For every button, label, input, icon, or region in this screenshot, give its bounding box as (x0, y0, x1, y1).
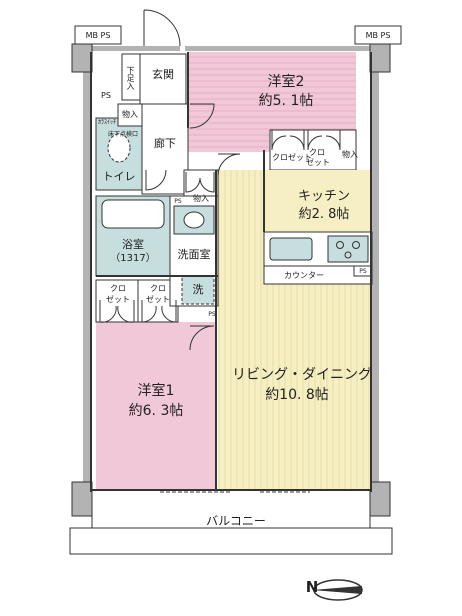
bath-name-label: 浴室 (122, 238, 144, 251)
wall-right (371, 46, 379, 498)
room2-size-label: 約5. 1帖 (258, 93, 314, 109)
wash-basin-icon (173, 205, 215, 235)
compass-north-label: N (305, 578, 319, 596)
room2-door (189, 103, 215, 129)
washer-label: 洗 (192, 283, 204, 296)
room1-name-label: 洋室1 (137, 383, 175, 399)
room1-door (189, 325, 215, 351)
wall-left (83, 46, 91, 498)
washer-space (181, 275, 215, 305)
room2-closet-area (269, 129, 357, 171)
room2-storage-label: 物入 (342, 150, 358, 159)
corridor-area (141, 103, 189, 195)
mbps-left-label: MB PS (85, 31, 111, 40)
storage-toilet-label: 物入 (193, 194, 209, 203)
mbps-right-label: MB PS (365, 31, 391, 40)
floor-hatch-label: 床下点検口 (108, 131, 139, 138)
balcony-label: バルコニー (206, 514, 266, 528)
corridor-label: 廊下 (154, 137, 176, 150)
closet-room1a-label-bottom: ゼット (106, 295, 130, 304)
pillar-bottom-left (71, 481, 93, 517)
room2-name-label: 洋室2 (267, 74, 305, 90)
pillar-bottom-right (369, 481, 391, 517)
ld-door (217, 153, 241, 177)
toilet-bowl-icon (107, 133, 131, 163)
entrance-door (143, 9, 181, 47)
room1-size-label: 約6. 3帖 (128, 403, 184, 419)
room2-closet-label: クロゼット (272, 153, 312, 162)
ps-kitchen-label: PS (359, 268, 367, 275)
bath-size-label: （1317） (110, 253, 156, 264)
ps-bath-label: PS (174, 198, 182, 205)
kitchen-size-label: 約2. 8帖 (298, 207, 350, 222)
closet-room1b-label-top: クロ (150, 284, 166, 293)
shoe-box-label: 下足入 (126, 66, 135, 90)
genkan-label: 玄関 (152, 68, 174, 81)
counter-label: カウンター (284, 271, 324, 280)
mbps-box-left (74, 25, 122, 45)
bathtub-icon (101, 199, 165, 229)
ps-wash-label: PS (208, 311, 216, 318)
room1-area (96, 322, 216, 490)
storage-corridor-label: 物入 (122, 110, 138, 119)
washroom-label: 洗面室 (177, 248, 211, 261)
room1-closet-area (95, 279, 179, 323)
sink-icon (269, 237, 313, 261)
compass-icon (312, 579, 363, 601)
kitchen-name-label: キッチン (297, 189, 350, 204)
balcony-rail (69, 527, 393, 555)
ps-left-label: PS (101, 91, 111, 100)
toilet-label: トイレ (102, 170, 136, 183)
room2-closet2-label-bottom: ゼット (306, 158, 330, 167)
pillar-top-right (369, 43, 391, 73)
remote-panel-label: ｶﾗｽｲｯﾁ (97, 119, 116, 126)
closet-room1a-label-top: クロ (110, 284, 126, 293)
ld-size-label: 約10. 8帖 (265, 387, 329, 403)
room2-closet2-label-top: クロ (309, 148, 325, 157)
genkan-area (139, 53, 187, 105)
ld-name-label: リビング・ダイニング (232, 367, 372, 383)
closet-room1b-label-bottom: ゼット (146, 295, 170, 304)
pillar-top-left (71, 43, 93, 73)
